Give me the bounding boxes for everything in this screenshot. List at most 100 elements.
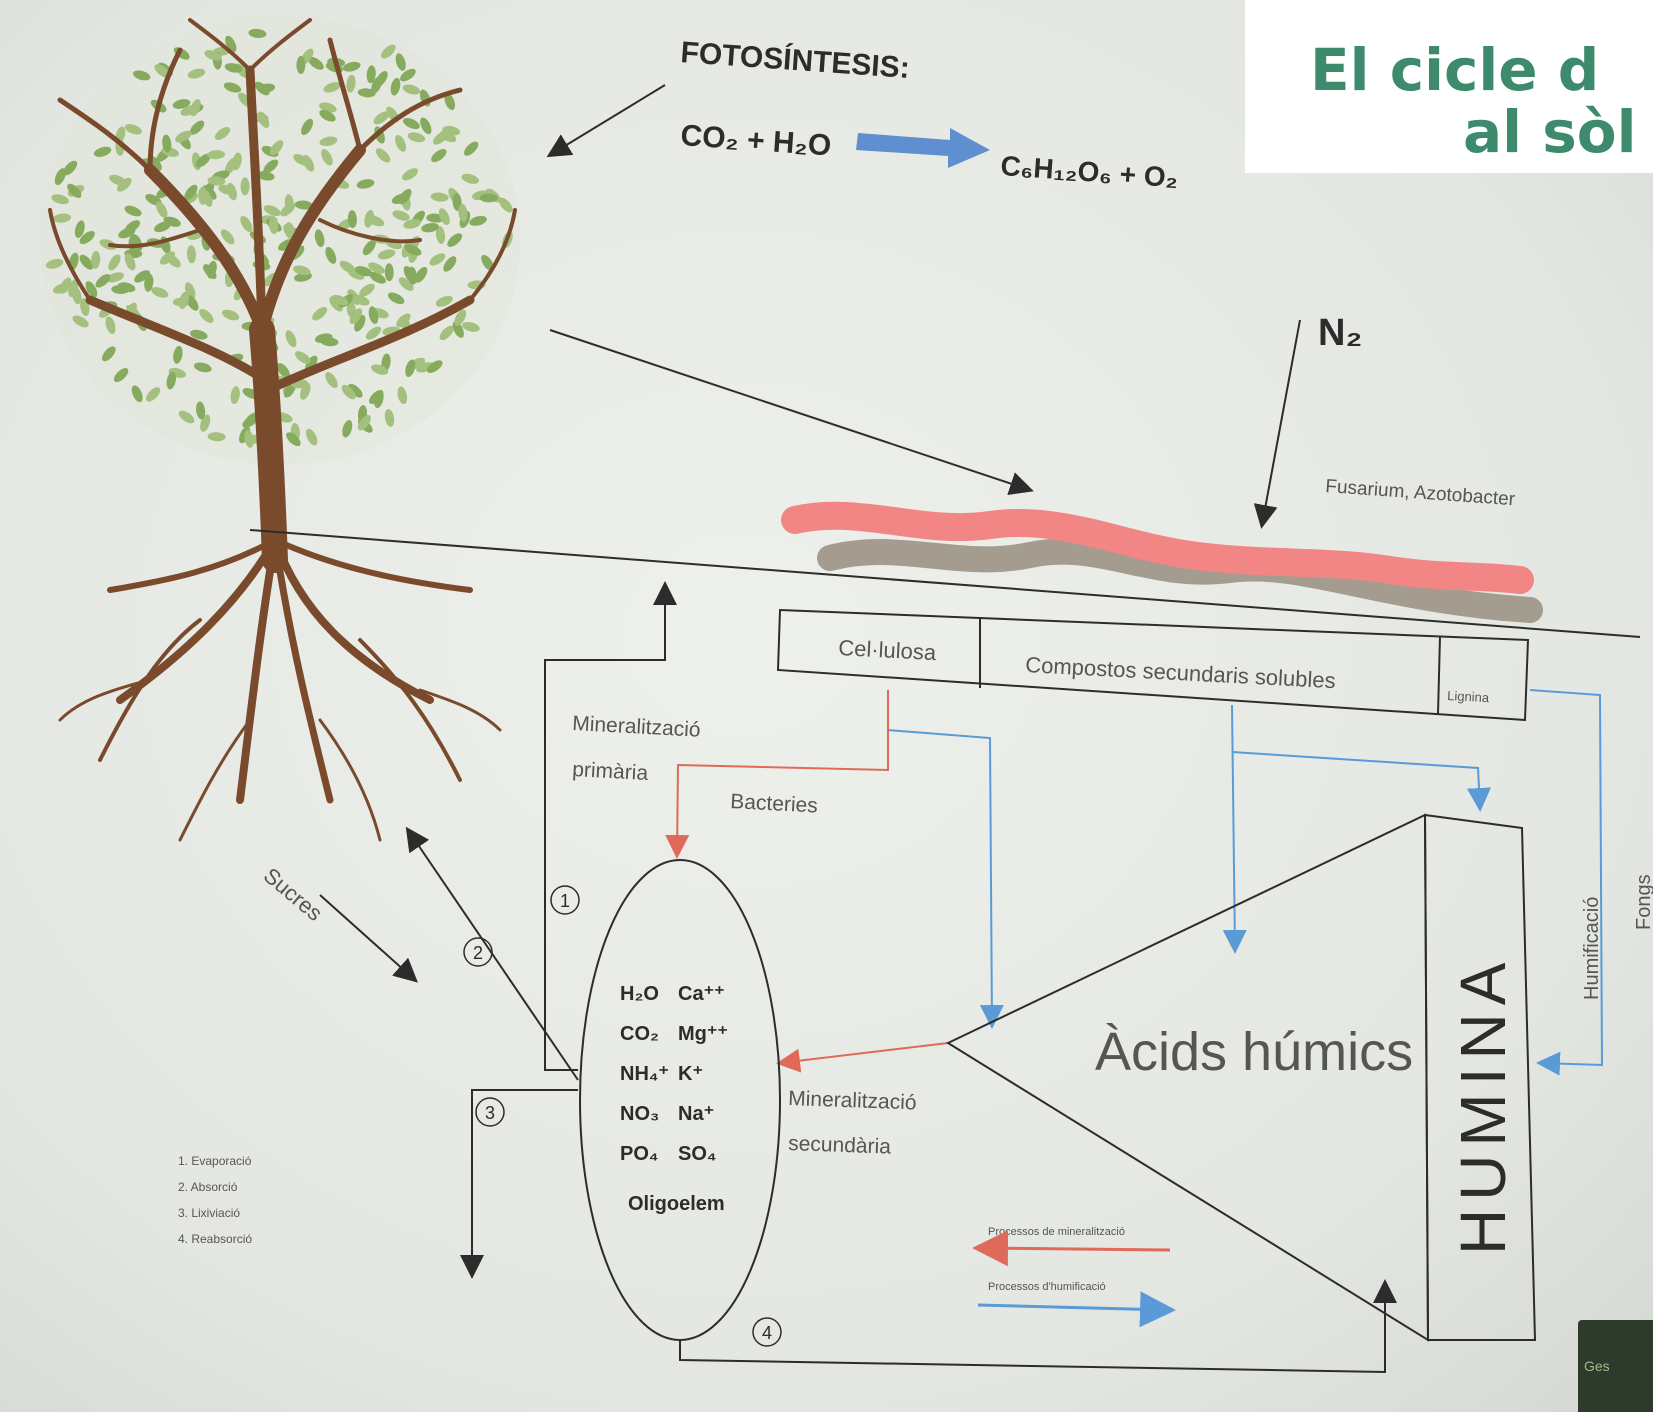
- leaf: [240, 177, 250, 196]
- step-number: 4: [762, 1323, 772, 1343]
- leaf: [63, 160, 78, 176]
- leaf: [352, 294, 370, 306]
- leaf: [95, 274, 111, 288]
- leaf: [117, 177, 132, 192]
- nutrient-item: CO₂: [620, 1023, 659, 1045]
- leaf: [395, 134, 407, 152]
- lignin-label: Lignina: [1447, 688, 1490, 705]
- leaf: [398, 188, 412, 205]
- leaf: [257, 83, 276, 93]
- leaf: [59, 277, 72, 294]
- leaf: [354, 266, 373, 277]
- leaf: [151, 287, 169, 298]
- step-circle: [463, 937, 493, 967]
- leaf: [469, 215, 487, 226]
- leaf: [377, 249, 396, 260]
- leaf: [421, 223, 440, 233]
- leaf: [368, 306, 379, 324]
- leaf: [404, 244, 422, 256]
- nutrient-item: K⁺: [678, 1063, 703, 1085]
- leaf: [395, 53, 406, 71]
- leaf: [106, 272, 124, 283]
- leaf: [67, 183, 82, 199]
- leaf: [214, 126, 231, 141]
- leaf: [134, 270, 151, 283]
- legend-red-line: [972, 1230, 1171, 1267]
- leaf: [166, 371, 177, 390]
- leaf: [349, 308, 363, 325]
- leaf: [402, 168, 419, 181]
- leaf: [296, 56, 306, 74]
- leaf: [306, 428, 318, 446]
- leaf: [308, 56, 324, 70]
- nutrient-item: NH₄⁺: [620, 1063, 669, 1085]
- leaf: [384, 263, 394, 282]
- step-circle: [475, 1097, 505, 1127]
- leaf: [294, 200, 313, 210]
- tree-canopy: [40, 15, 520, 465]
- leaf: [189, 329, 208, 340]
- leaf: [263, 205, 281, 217]
- leaf: [162, 134, 172, 153]
- leaf: [381, 44, 396, 59]
- leaf: [387, 292, 405, 305]
- legend-blue-line: [977, 1291, 1176, 1328]
- leaf: [199, 308, 214, 323]
- leaf: [269, 216, 279, 234]
- leaf: [222, 309, 240, 321]
- leaf: [347, 210, 357, 229]
- legend: Processos de mineralització Processos d'…: [972, 1226, 1176, 1328]
- leaf: [365, 326, 382, 340]
- leaf: [74, 220, 85, 238]
- leaf: [225, 35, 237, 53]
- leaf: [204, 50, 222, 61]
- footnote-item: 3. Lixiviació: [178, 1206, 240, 1220]
- photosynthesis-products: C₆H₁₂O₆ + O₂: [1000, 150, 1180, 193]
- organisms-label: Fusarium, Azotobacter: [1325, 476, 1517, 510]
- leaf: [172, 99, 191, 109]
- leaf: [431, 149, 447, 163]
- leaf: [479, 193, 498, 203]
- leaf: [131, 385, 143, 403]
- nutrient-item: Na⁺: [678, 1103, 714, 1125]
- step-circle: [550, 885, 580, 915]
- leaf: [464, 141, 479, 156]
- leaf: [458, 203, 468, 222]
- leaf: [202, 185, 217, 200]
- leaf: [403, 265, 416, 283]
- cycle-loops: [319, 581, 1397, 1374]
- leaf: [342, 61, 361, 72]
- step-number: 3: [485, 1103, 495, 1123]
- mineralization-paths: [665, 690, 949, 1073]
- title-box: El cicle d al sòl: [1245, 0, 1653, 173]
- leaf: [357, 415, 371, 431]
- leaf: [403, 219, 421, 229]
- leaf: [223, 82, 242, 93]
- legend-blue-label: Processos d'humificació: [988, 1281, 1106, 1293]
- leaf: [248, 28, 267, 38]
- leaf: [400, 68, 416, 82]
- cellulose-label: Cel·lulosa: [838, 635, 938, 665]
- leaf: [325, 246, 337, 264]
- photosynthesis-heading: FOTOSÍNTESIS:: [680, 35, 911, 85]
- leaf: [124, 205, 142, 217]
- leaf: [256, 171, 275, 181]
- nutrient-item: Mg⁺⁺: [678, 1023, 728, 1045]
- litter-pink-band: [781, 501, 1534, 594]
- leaf: [371, 76, 383, 94]
- leaf: [146, 387, 161, 402]
- nutrient-item: PO₄: [620, 1143, 658, 1165]
- sugars-label: Sucres: [259, 863, 328, 926]
- secondary-mineralization-line1: Mineralització: [788, 1087, 917, 1114]
- leaf: [462, 321, 480, 332]
- leaf: [369, 389, 384, 405]
- nutrient-item: SO₄: [678, 1143, 716, 1165]
- leaf: [224, 63, 243, 73]
- leaf: [207, 432, 226, 442]
- litter-gray-band: [817, 538, 1543, 623]
- leaf: [155, 201, 168, 218]
